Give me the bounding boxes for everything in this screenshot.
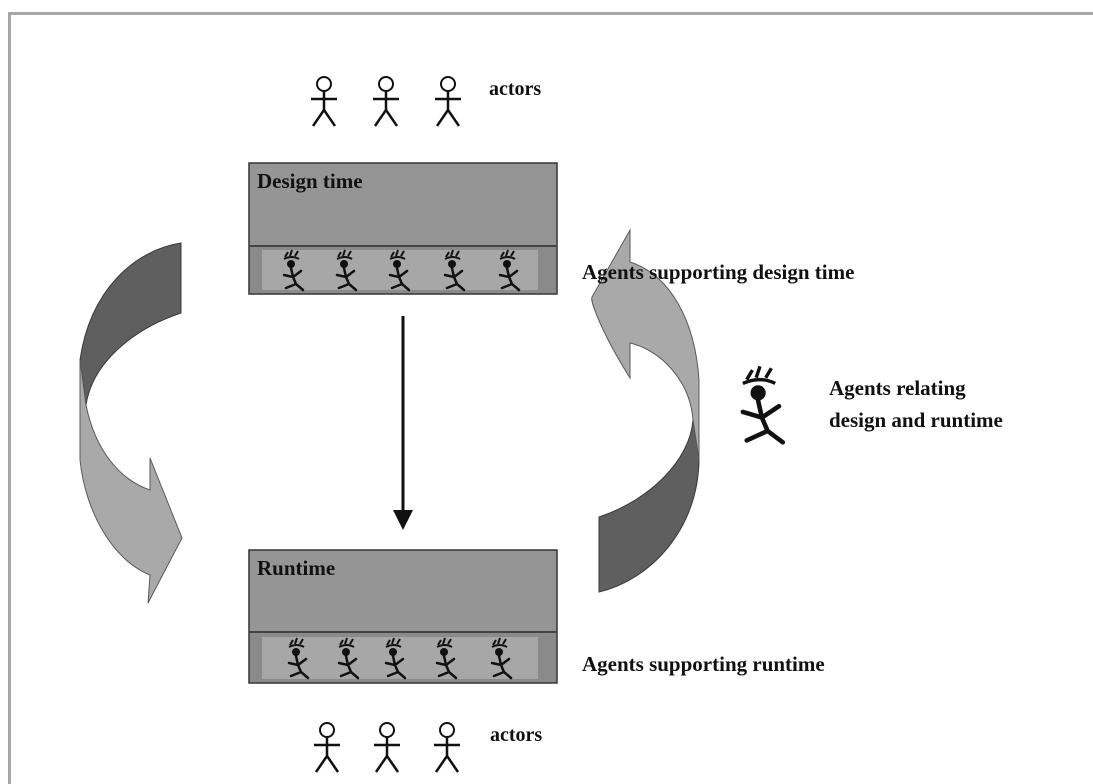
stick-figure-actor-icon xyxy=(371,75,401,128)
agents-relating-label-line2: design and runtime xyxy=(829,408,1003,432)
curved-arrow-icon xyxy=(79,242,183,604)
diagram-frame xyxy=(8,12,1093,784)
agents-relating-label-line1: Agents relating xyxy=(829,376,966,400)
actors-bottom-label: actors xyxy=(490,724,543,746)
actors-bottom-group xyxy=(312,721,462,774)
runtime-box xyxy=(248,549,558,684)
curved-arrow-icon xyxy=(591,228,700,593)
stick-figure-actor-icon xyxy=(312,721,342,774)
design-time-box xyxy=(248,162,558,295)
stick-figure-actor-icon xyxy=(433,75,463,128)
running-agent-icon xyxy=(740,365,786,445)
agents-design-label: Agents supporting design time xyxy=(582,260,855,284)
design-time-title: Design time xyxy=(257,169,363,193)
actors-top-label: actors xyxy=(489,78,542,100)
agents-runtime-label: Agents supporting runtime xyxy=(582,652,825,676)
actors-top-group xyxy=(309,75,463,128)
stick-figure-actor-icon xyxy=(309,75,339,128)
arrow-down-icon xyxy=(393,316,413,530)
stick-figure-actor-icon xyxy=(432,721,462,774)
stick-figure-actor-icon xyxy=(372,721,402,774)
runtime-title: Runtime xyxy=(257,556,336,580)
